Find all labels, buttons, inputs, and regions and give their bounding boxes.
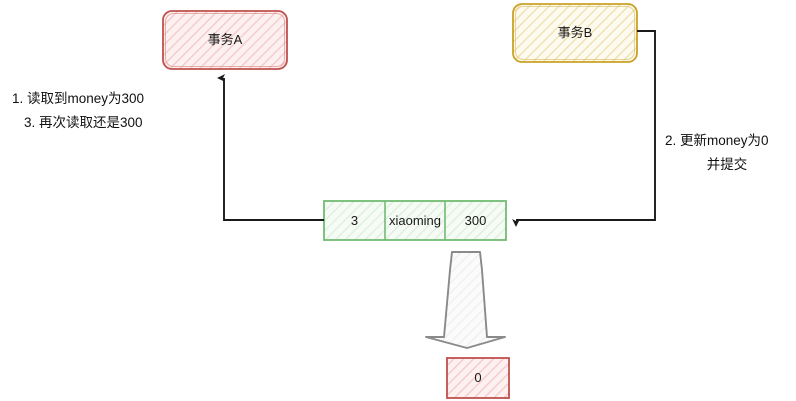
- annotation-left-line-2: 3. 再次读取还是300: [24, 115, 143, 130]
- connector-transaction-b-to-row: [512, 30, 656, 227]
- annotation-right-line-2: 并提交: [706, 157, 748, 172]
- record-cell-id: 3: [350, 213, 359, 228]
- annotation-right-line-1: 2. 更新money为0: [665, 133, 769, 148]
- record-cell-money: 300: [464, 213, 487, 228]
- record-row-shape[interactable]: [323, 200, 507, 241]
- annotation-left-line-1: 1. 读取到money为300: [12, 91, 145, 106]
- record-cell-name: xiaoming: [388, 213, 442, 228]
- block-arrow-down-icon: [425, 251, 506, 349]
- transaction-a-box[interactable]: [162, 10, 288, 70]
- result-box[interactable]: [446, 357, 510, 399]
- connector-row-to-transaction-a: [217, 74, 324, 221]
- transaction-b-box[interactable]: [512, 3, 638, 63]
